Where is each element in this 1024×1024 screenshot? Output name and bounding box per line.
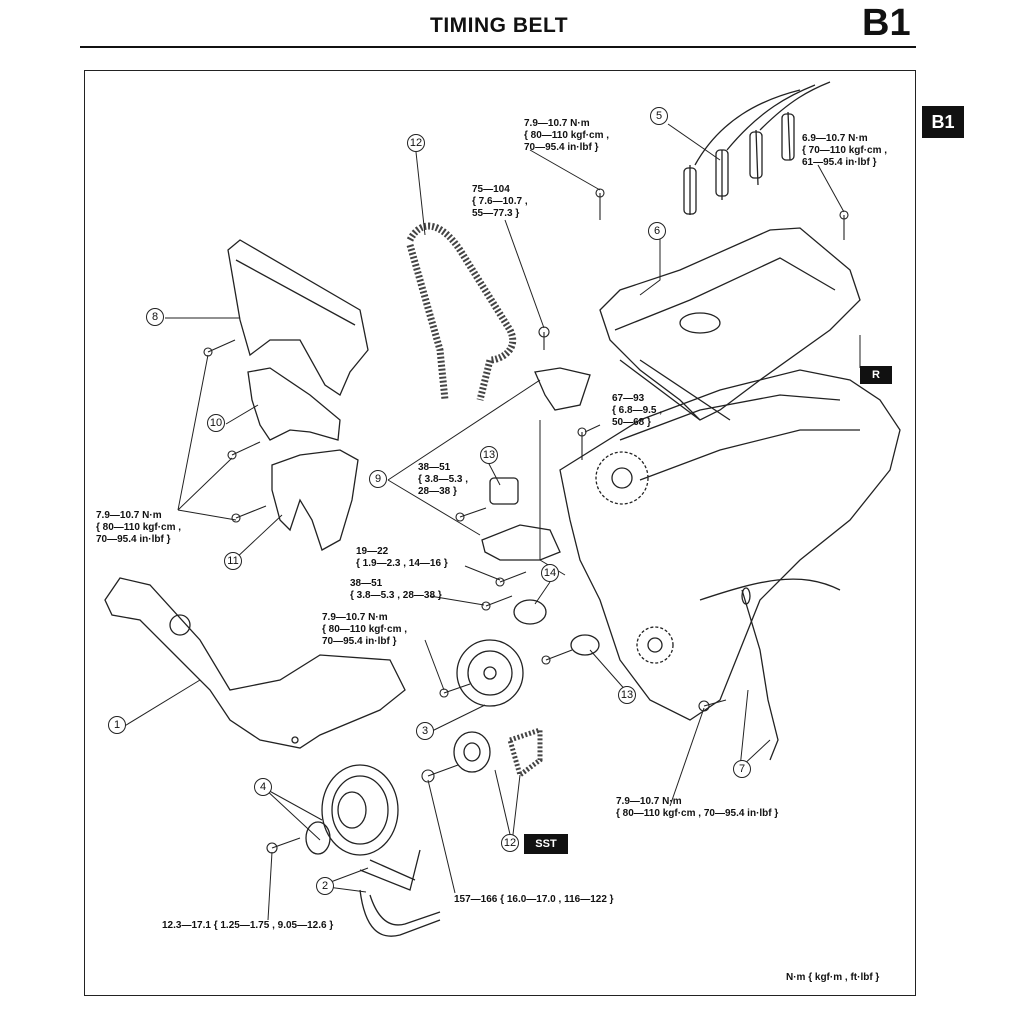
callout-number: 10 [207,414,225,432]
side-tab: B1 [922,106,964,138]
sst-tag: SST [524,834,568,854]
page-title: TIMING BELT [430,14,569,37]
torque-note: 19—22 { 1.9—2.3 , 14—16 } [356,546,448,569]
torque-note: 7.9—10.7 N·m { 80—110 kgf·cm , 70—95.4 i… [524,118,610,153]
callout-number: 12 [501,834,519,852]
callout-number: 8 [146,308,164,326]
drive-belts [359,849,441,937]
middle-timing-cover [247,367,341,441]
callout-number: 12 [407,134,425,152]
bolts [203,188,849,854]
callout-number: 13 [618,686,636,704]
crankshaft-pulley-small [453,731,491,773]
torque-note: 12.3—17.1 { 1.25—1.75 , 9.05—12.6 } [162,920,334,931]
callout-number: 13 [480,446,498,464]
torque-note: 38—51 { 3.8—5.3 , 28—38 } [418,462,469,497]
callout-number: 3 [416,722,434,740]
torque-note: 75—104 { 7.6—10.7 , 55—77.3 } [472,184,528,219]
torque-note: 7.9—10.7 N·m { 80—110 kgf·cm , 70—95.4 i… [96,510,182,545]
header-rule [80,46,916,48]
crank-sprocket [636,626,674,664]
timing-belt [406,222,516,401]
leader-lines [117,123,861,921]
callout-number: 5 [650,107,668,125]
replace-tag: R [860,366,892,384]
torque-note: 7.9—10.7 N·m { 80—110 kgf·cm , 70—95.4 i… [616,796,779,819]
callout-number: 7 [733,760,751,778]
crankshaft-pulley [305,764,399,856]
callout-number: 11 [224,552,242,570]
callout-number: 1 [108,716,126,734]
lower-timing-cover [271,449,359,551]
belt-cover-plate [104,577,406,749]
diagram-frame [84,70,916,996]
callout-number: 6 [648,222,666,240]
section-code: B1 [862,2,911,44]
torque-note: 6.9—10.7 N·m { 70—110 kgf·cm , 61—95.4 i… [802,133,888,168]
upper-timing-cover [227,239,369,396]
torque-note: 67—93 { 6.8—9.5 , 50—68 } [612,393,663,428]
spark-plug-wires [683,81,831,215]
engine-block [559,369,901,721]
callout-number: 2 [316,877,334,895]
units-note: N·m { kgf·m , ft·lbf } [786,972,880,983]
belt-segment [506,726,543,780]
callout-number: 14 [541,564,559,582]
water-pump-pulley [456,639,524,707]
dipstick [741,587,779,761]
callout-number: 9 [369,470,387,488]
torque-note: 38—51 { 3.8—5.3 , 28—38 } [350,578,442,601]
tensioner-bracket [481,367,600,656]
cylinder-head-cover [599,227,861,421]
torque-note: 7.9—10.7 N·m { 80—110 kgf·cm , 70—95.4 i… [322,612,408,647]
camshaft-pulley [595,451,649,505]
callout-number: 4 [254,778,272,796]
torque-note: 157—166 { 16.0—17.0 , 116—122 } [454,894,614,905]
